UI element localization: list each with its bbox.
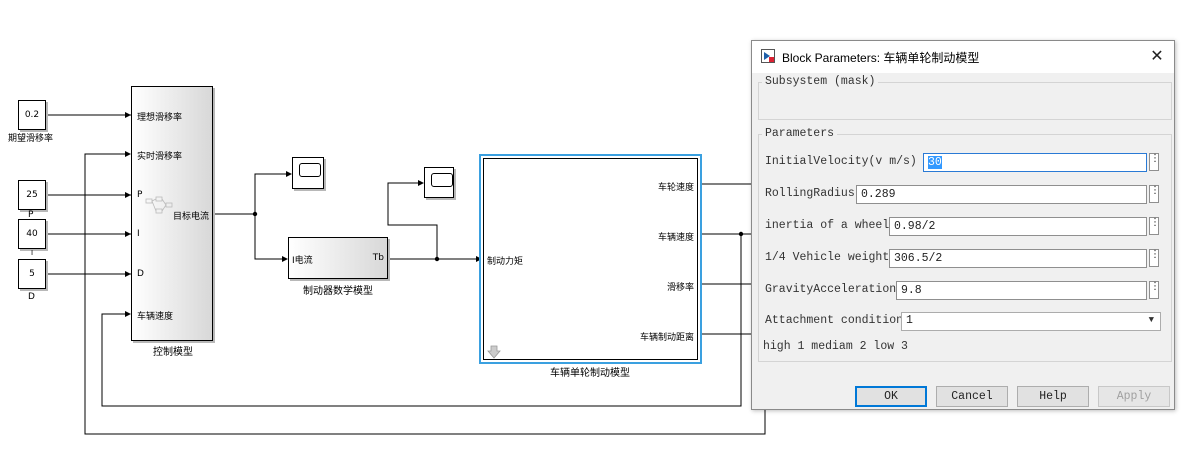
chevron-down-icon: ▼	[1148, 315, 1154, 325]
port-label: I电流	[292, 256, 313, 266]
param-label: RollingRadius	[765, 187, 855, 200]
apply-button[interactable]: Apply	[1098, 386, 1170, 407]
constant-label: I	[31, 249, 34, 257]
constant-value: 5	[29, 269, 35, 279]
constant-value: 25	[26, 190, 38, 200]
parameters-label: Parameters	[762, 127, 838, 140]
port-label: Tb	[372, 253, 384, 263]
port-label: 制动力矩	[487, 257, 524, 267]
param-label: GravityAcceleration	[765, 283, 897, 296]
more-options-button[interactable]: ⋮	[1149, 185, 1160, 203]
param-label: Attachment condition	[765, 314, 904, 327]
param-value: 9.8	[901, 284, 922, 297]
port-label: 车辆制动距离	[639, 333, 694, 343]
constant-value: 40	[26, 229, 38, 239]
control-model-block[interactable]: 理想滑移率 实时滑移率 P I D 车辆速度 目标电流	[131, 86, 213, 341]
port-label: 车辆速度	[137, 312, 174, 322]
vehicle-model-block[interactable]: 制动力矩 车轮速度 车辆速度 滑移率 车辆制动距离	[479, 154, 702, 364]
subsystem-icon	[145, 196, 173, 214]
constant-value: 0.2	[24, 110, 40, 120]
dialog-title: Block Parameters: 车辆单轮制动模型	[782, 51, 980, 65]
port-label: D	[137, 269, 144, 279]
port-label: 车辆速度	[657, 233, 694, 243]
look-under-mask-icon[interactable]	[487, 345, 501, 359]
parameters-group	[758, 134, 1172, 362]
port-label: 滑移率	[666, 283, 694, 293]
more-options-button[interactable]: ⋮	[1149, 281, 1160, 299]
scope-icon	[299, 163, 321, 177]
actuator-model-block[interactable]: I电流 Tb	[288, 237, 388, 279]
param-value: 306.5/2	[894, 252, 943, 265]
block-name: 控制模型	[153, 347, 193, 358]
vehicle-weight-field[interactable]: 306.5/2	[889, 249, 1147, 268]
block-parameters-dialog: Block Parameters: 车辆单轮制动模型 ✕ Subsystem (…	[751, 40, 1175, 410]
more-options-button[interactable]: ⋮	[1149, 153, 1160, 171]
port-label: 目标电流	[172, 212, 209, 222]
constant-label: 期望滑移率	[8, 134, 54, 144]
dialog-titlebar[interactable]: Block Parameters: 车辆单轮制动模型 ✕	[752, 41, 1174, 73]
simulink-block-icon	[761, 49, 775, 63]
block-name: 车辆单轮制动模型	[550, 368, 630, 379]
constant-label: P	[28, 210, 34, 220]
port-label: I	[137, 229, 140, 239]
constant-block-i[interactable]: 40	[18, 219, 46, 249]
port-label: P	[137, 190, 143, 200]
hint-text: high 1 mediam 2 low 3	[763, 340, 908, 353]
port-label: 理想滑移率	[137, 113, 183, 123]
wheel-inertia-field[interactable]: 0.98/2	[889, 217, 1147, 236]
gravity-acceleration-field[interactable]: 9.8	[896, 281, 1147, 300]
subsystem-group	[758, 82, 1172, 120]
port-label: 实时滑移率	[137, 152, 183, 162]
more-options-button[interactable]: ⋮	[1149, 217, 1160, 235]
constant-block-p[interactable]: 25	[18, 180, 46, 210]
ok-button[interactable]: OK	[855, 386, 927, 407]
scope-icon	[431, 173, 453, 187]
scope-block[interactable]	[292, 157, 324, 189]
constant-label: D	[28, 292, 35, 302]
block-name: 制动器数学模型	[303, 286, 373, 297]
more-options-button[interactable]: ⋮	[1149, 249, 1160, 267]
help-button[interactable]: Help	[1017, 386, 1089, 407]
param-value: 30	[928, 156, 942, 169]
param-value: 0.289	[861, 188, 896, 201]
rolling-radius-field[interactable]: 0.289	[856, 185, 1147, 204]
param-label: 1/4 Vehicle weight	[765, 251, 890, 264]
attachment-condition-dropdown[interactable]: 1 ▼	[901, 312, 1161, 331]
cancel-button[interactable]: Cancel	[936, 386, 1008, 407]
constant-block-slip-target[interactable]: 0.2	[18, 100, 46, 130]
close-icon[interactable]: ✕	[1150, 46, 1164, 65]
constant-block-d[interactable]: 5	[18, 259, 46, 289]
port-label: 车轮速度	[657, 183, 694, 193]
param-value: 0.98/2	[894, 220, 936, 233]
subsystem-label: Subsystem (mask)	[762, 75, 879, 88]
dropdown-value: 1	[906, 314, 913, 327]
scope-block[interactable]	[424, 167, 454, 198]
initial-velocity-field[interactable]: 30	[923, 153, 1147, 172]
param-label: InitialVelocity(v m/s)	[765, 155, 917, 168]
param-label: inertia of a wheel	[765, 219, 890, 232]
